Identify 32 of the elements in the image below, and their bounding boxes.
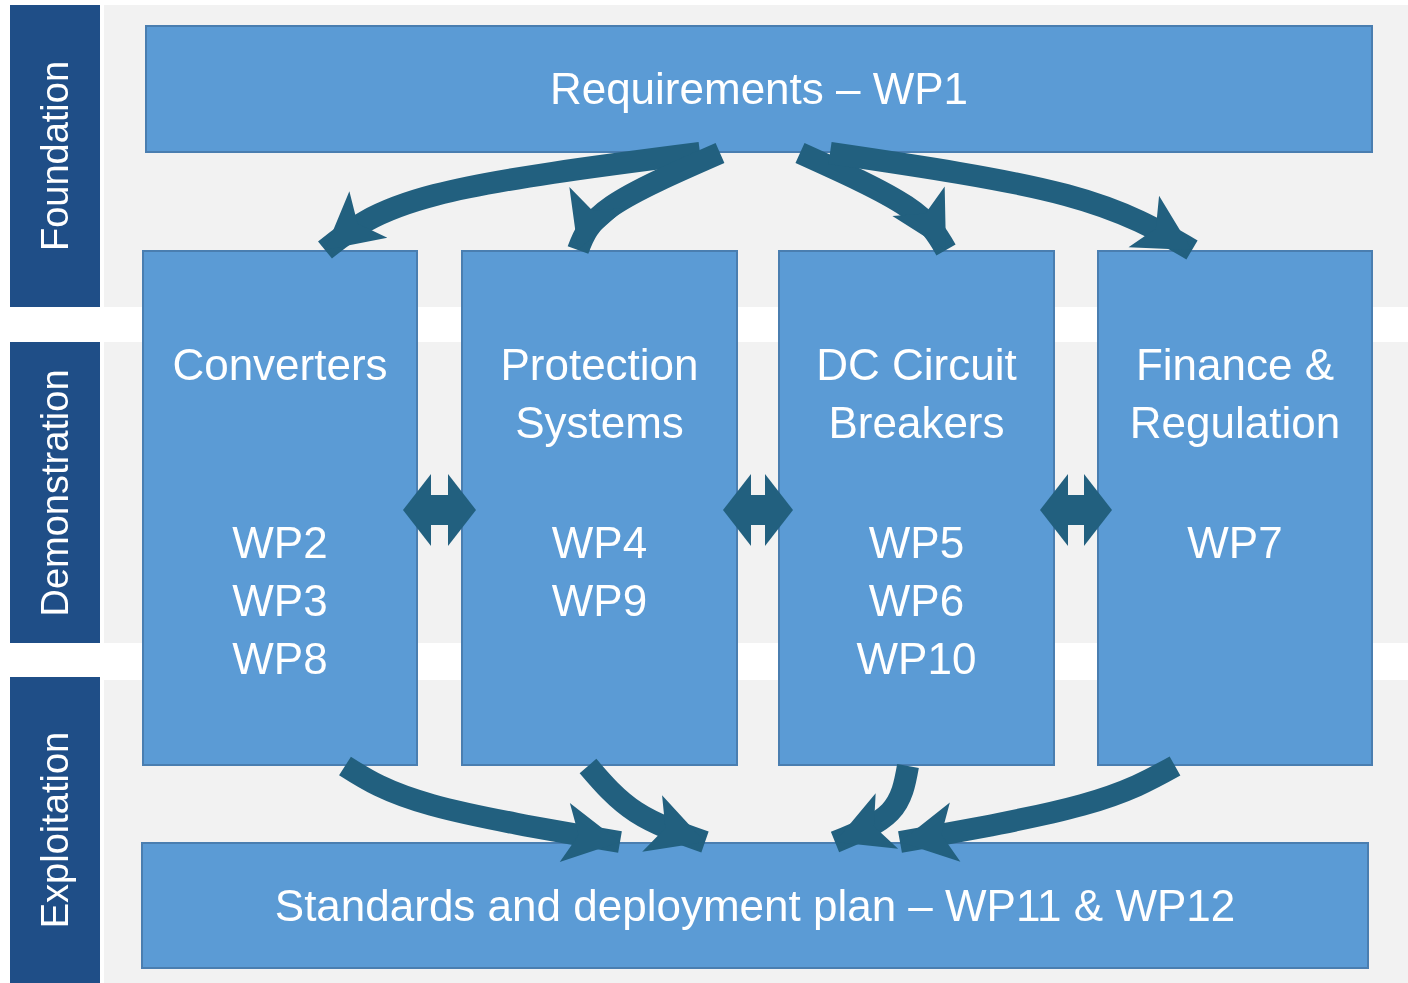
phase-band [10, 5, 100, 307]
work-package-box [142, 250, 418, 766]
work-package-box [145, 25, 1373, 153]
work-package-list: WP4 WP9 [524, 514, 675, 630]
phase-band [10, 342, 100, 643]
curved-arrow [828, 142, 1198, 260]
curved-arrow [830, 764, 919, 853]
phase-label: Exploitation [33, 731, 77, 929]
curved-arrow [795, 142, 956, 256]
work-package-box [778, 250, 1055, 766]
work-package-box [141, 842, 1369, 969]
curved-arrow [567, 142, 725, 254]
work-package-list: WP5 WP6 WP10 [841, 514, 992, 688]
box-title: Protection Systems [499, 339, 700, 449]
phase-label: Demonstration [33, 368, 77, 617]
work-package-box [1097, 250, 1373, 766]
box-title: Requirements – WP1 [549, 63, 969, 115]
curved-arrow [339, 756, 622, 863]
work-package-list: WP2 WP3 WP8 [205, 514, 355, 688]
box-title: DC Circuit Breakers [815, 339, 1018, 449]
work-package-box [461, 250, 738, 766]
box-title: Converters [171, 339, 389, 391]
curved-arrow [898, 756, 1181, 862]
double-arrow [723, 474, 793, 546]
double-arrow [1040, 474, 1112, 546]
work-package-list: WP7 [1160, 514, 1310, 572]
curved-arrow [318, 142, 702, 259]
phase-label: Foundation [33, 60, 77, 252]
phase-band [10, 677, 100, 983]
double-arrow [403, 474, 476, 546]
box-title: Finance & Regulation [1128, 339, 1342, 449]
box-title: Standards and deployment plan – WP11 & WP12 [274, 879, 1236, 932]
